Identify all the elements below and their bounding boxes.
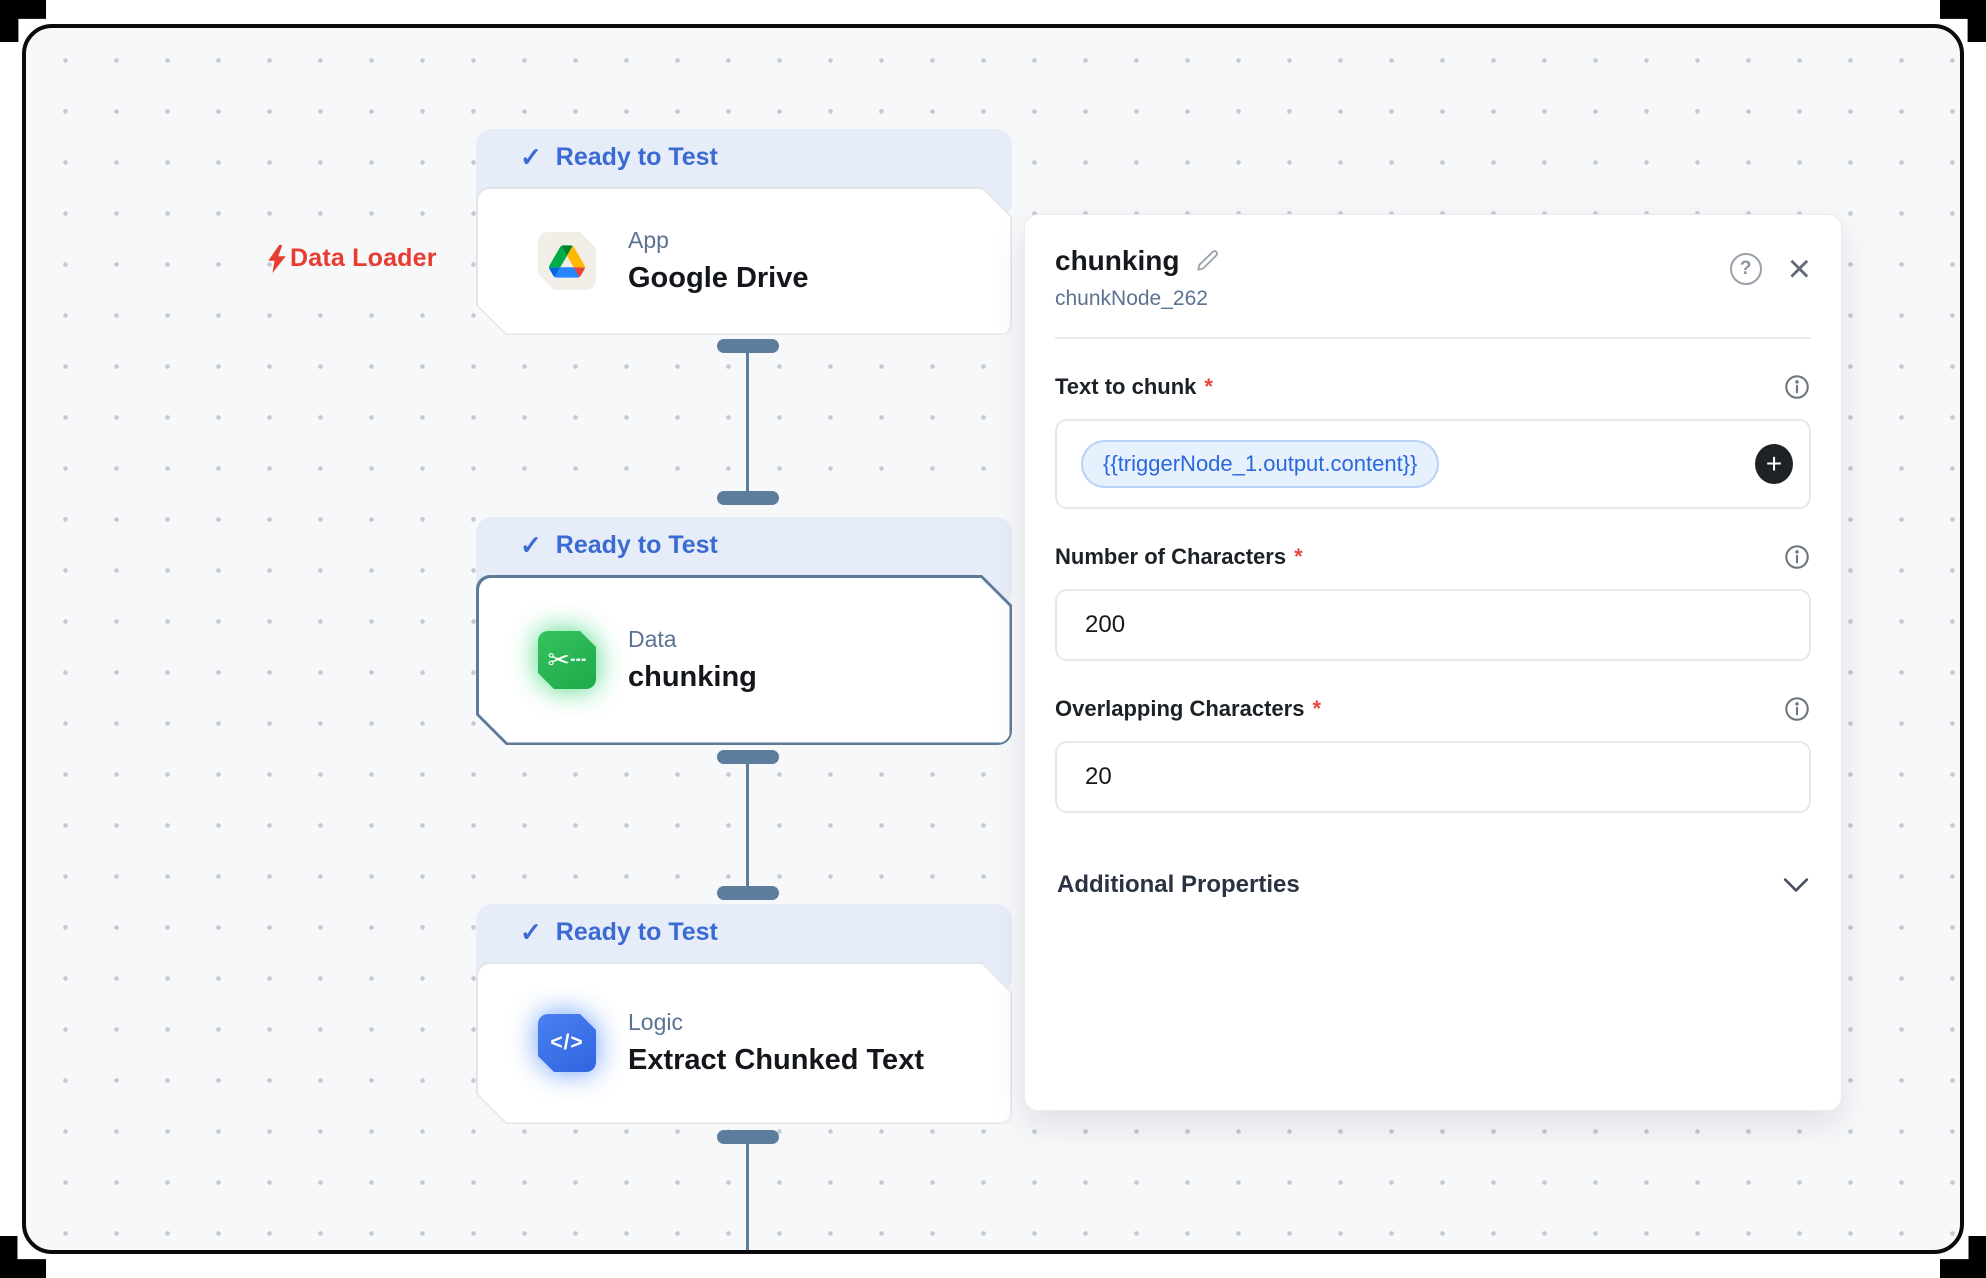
- edge-line: [746, 346, 749, 498]
- lightning-icon: [268, 244, 286, 273]
- node-google-drive[interactable]: ✓ Ready to Test: [476, 129, 1012, 335]
- close-icon: ×: [1787, 247, 1811, 291]
- close-button[interactable]: ×: [1788, 249, 1811, 289]
- additional-properties-label: Additional Properties: [1057, 871, 1300, 898]
- node-extract-chunked-text[interactable]: ✓ Ready to Test </> Logic Extract Chunke…: [476, 904, 1012, 1124]
- field-label: Overlapping Characters: [1055, 696, 1305, 721]
- node-category: App: [628, 227, 669, 253]
- source-handle[interactable]: [717, 1130, 779, 1144]
- node-title: chunking: [628, 661, 757, 693]
- check-icon: ✓: [520, 142, 542, 172]
- number-of-characters-input[interactable]: [1055, 589, 1811, 661]
- scissors-glyph: ✂┄: [547, 644, 587, 675]
- node-card[interactable]: App Google Drive: [476, 187, 1012, 335]
- group-label-data-loader: Data Loader: [266, 244, 437, 273]
- node-title: Extract Chunked Text: [628, 1044, 924, 1076]
- node-id: chunkNode_262: [1055, 287, 1208, 310]
- source-handle[interactable]: [717, 750, 779, 764]
- status-badge-label: Ready to Test: [555, 531, 718, 559]
- field-label: Number of Characters: [1055, 544, 1287, 569]
- code-icon: </>: [538, 1014, 596, 1072]
- plus-icon: +: [1765, 448, 1783, 479]
- text-to-chunk-input[interactable]: {{triggerNode_1.output.content}} +: [1055, 419, 1811, 509]
- overlapping-characters-input[interactable]: [1055, 741, 1811, 813]
- required-asterisk: *: [1294, 544, 1303, 569]
- code-glyph: </>: [550, 1031, 584, 1054]
- node-category: Logic: [628, 1009, 683, 1035]
- check-icon: ✓: [520, 917, 542, 947]
- field-text-to-chunk: Text to chunk * {{triggerNode_1.output.c…: [1055, 373, 1811, 509]
- group-label-text: Data Loader: [290, 244, 437, 272]
- scissors-icon: ✂┄: [538, 631, 596, 689]
- help-button[interactable]: ?: [1729, 253, 1762, 285]
- target-handle[interactable]: [717, 886, 779, 900]
- node-title: Google Drive: [628, 262, 809, 294]
- node-chunking[interactable]: ✓ Ready to Test ✂┄ Data chunking: [476, 517, 1012, 745]
- info-icon[interactable]: [1783, 695, 1811, 723]
- field-label: Text to chunk: [1055, 374, 1197, 399]
- node-category: Data: [628, 626, 677, 652]
- panel-divider: [1055, 337, 1811, 339]
- edge-line: [746, 1136, 749, 1250]
- template-variable-chip[interactable]: {{triggerNode_1.output.content}}: [1081, 440, 1440, 488]
- workflow-canvas[interactable]: Data Loader ✓ Ready to Test: [22, 24, 1964, 1254]
- additional-properties-toggle[interactable]: Additional Properties: [1055, 871, 1811, 899]
- panel-title: chunking: [1055, 245, 1180, 276]
- node-card-selected[interactable]: ✂┄ Data chunking: [476, 575, 1012, 745]
- target-handle[interactable]: [717, 491, 779, 505]
- node-card[interactable]: </> Logic Extract Chunked Text: [476, 962, 1012, 1124]
- source-handle[interactable]: [717, 339, 779, 353]
- info-icon[interactable]: [1783, 543, 1811, 571]
- field-overlapping-characters: Overlapping Characters *: [1055, 695, 1811, 813]
- node-config-panel: chunking chunkNode_262 ? ×: [1024, 214, 1842, 1111]
- required-asterisk: *: [1204, 374, 1213, 399]
- status-badge-label: Ready to Test: [555, 918, 718, 946]
- edge-line: [746, 756, 749, 896]
- required-asterisk: *: [1312, 696, 1321, 721]
- add-variable-button[interactable]: +: [1755, 444, 1793, 484]
- status-badge-label: Ready to Test: [555, 143, 718, 171]
- check-icon: ✓: [520, 530, 542, 560]
- chevron-down-icon: [1783, 878, 1809, 892]
- info-icon[interactable]: [1783, 373, 1811, 401]
- google-drive-icon: [538, 232, 596, 290]
- field-number-of-characters: Number of Characters *: [1055, 543, 1811, 661]
- help-icon: ?: [1739, 258, 1752, 279]
- edit-pencil-icon[interactable]: [1195, 248, 1221, 274]
